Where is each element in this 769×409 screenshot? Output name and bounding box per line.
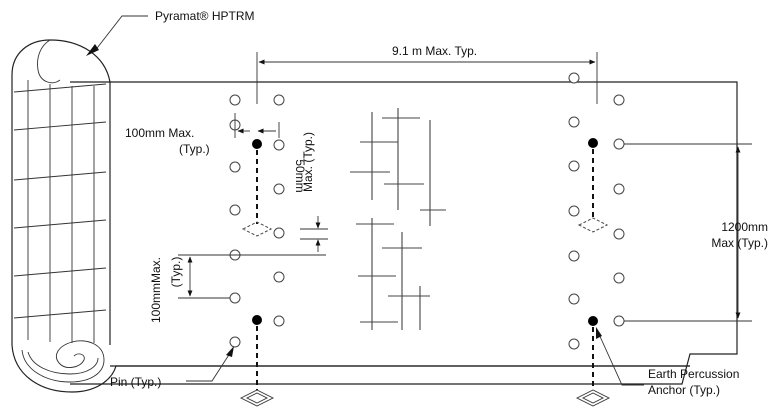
pin [273,94,285,106]
anchor-callout: Earth Percussion Anchor (Typ.) [596,327,739,397]
pin [229,161,241,173]
pin [273,271,285,283]
anchor-point [588,138,598,148]
pin [568,160,580,172]
pin [613,94,625,106]
pin [273,183,285,195]
anchor-plate [239,389,275,407]
pin [568,205,580,217]
roll-grid [13,80,107,343]
dimension-pin-offset: 100mm Max. (Typ.) [125,113,280,156]
dimension-pin-gap: 50mm Max. (Typ.) [293,132,328,252]
pin [568,250,580,262]
anchor-point [252,315,262,325]
dimension-pin-row: 100mmMax. (Typ.) [149,254,326,323]
anchor-plate-dashed [241,221,273,237]
dimension-anchor-spacing: 1200mm Max (Typ.) [624,143,768,322]
pin [568,72,580,84]
anchor-spacing-label-1: 1200mm [721,220,768,234]
pins-left [229,94,285,348]
dimension-spacing: 9.1 m Max. Typ. [256,44,598,104]
pin-callout-label: Pin (Typ.) [110,375,161,389]
pin-gap-label-2: Max. (Typ.) [301,132,315,192]
pin [613,183,625,195]
pin-offset-label-2: (Typ.) [179,142,210,156]
anchor-plate-dashed [577,217,609,233]
pin [273,315,285,327]
pin [568,338,580,350]
anchor-callout-label-2: Anchor (Typ.) [648,383,720,397]
pin [229,292,241,304]
pin [229,336,241,348]
pin [229,204,241,216]
pin [273,139,285,151]
mat-roll [11,39,690,393]
pin [568,116,580,128]
pin-callout: Pin (Typ.) [110,346,234,389]
pin-gap-label-1: 50mm [293,159,307,192]
anchor-plate [575,389,611,407]
pin [613,138,625,150]
pin-row-label-1: 100mmMax. [149,257,163,323]
anchor-point [588,316,598,326]
pin-row-label-2: (Typ.) [169,257,183,288]
pin [613,315,625,327]
anchor-callout-label-1: Earth Percussion [648,367,739,381]
pin [613,272,625,284]
mat-seam-lines [350,108,446,330]
pin [229,94,241,106]
anchor-line-right [575,138,611,407]
anchor-point [252,139,262,149]
pin [273,227,285,239]
anchor-spacing-label-2: Max (Typ.) [711,236,768,250]
pin [613,228,625,240]
product-callout: Pyramat® HPTRM [86,9,255,56]
pins-right [568,72,625,350]
product-label: Pyramat® HPTRM [155,9,255,23]
spacing-label: 9.1 m Max. Typ. [392,44,477,58]
pin-offset-label-1: 100mm Max. [125,126,194,140]
pin [568,293,580,305]
anchor-line-left [239,139,275,407]
